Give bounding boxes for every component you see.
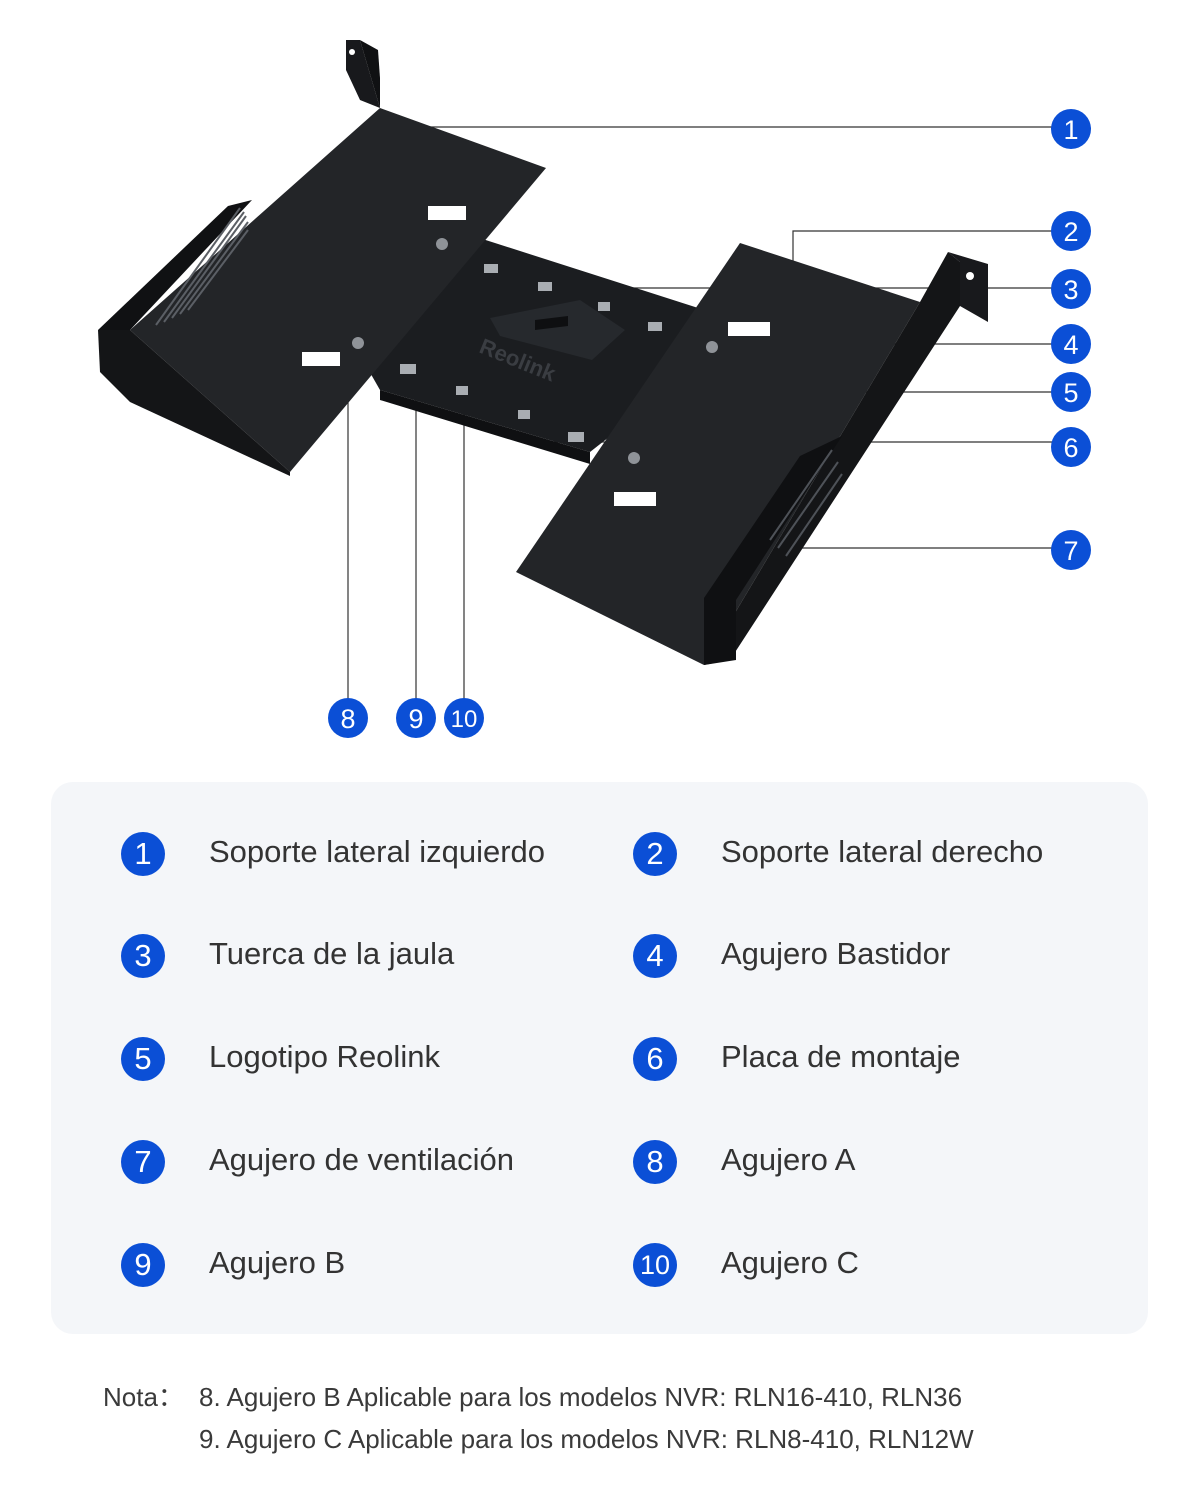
legend-label: Agujero A: [721, 1142, 856, 1177]
callout-badge-3: 3: [1051, 269, 1091, 309]
callout-badge-4: 4: [1051, 324, 1091, 364]
legend-label: Agujero de ventilación: [209, 1142, 515, 1177]
legend-label: Soporte lateral derecho: [721, 834, 1044, 869]
callout-badges: 1 2 3 4 5 6 7 8 9 10: [328, 109, 1091, 738]
note-prefix: Nota：: [103, 1382, 184, 1412]
legend-number-badge: 10: [633, 1243, 677, 1287]
svg-text:4: 4: [1063, 330, 1078, 360]
note-line-1: 8. Agujero B Aplicable para los modelos …: [199, 1382, 963, 1412]
callout-badge-9: 9: [396, 698, 436, 738]
callout-badge-2: 2: [1051, 211, 1091, 251]
legend-number-badge: 2: [633, 832, 677, 876]
svg-text:1: 1: [1063, 115, 1078, 145]
legend-label: Agujero C: [721, 1245, 859, 1280]
legend-panel: 1 Soporte lateral izquierdo 2 Soporte la…: [51, 782, 1148, 1334]
svg-text:9: 9: [408, 704, 423, 734]
mounting-plate: Reolink: [360, 235, 720, 464]
legend-label: Agujero Bastidor: [721, 936, 951, 971]
svg-text:10: 10: [451, 706, 478, 733]
callout-badge-8: 8: [328, 698, 368, 738]
svg-text:5: 5: [1063, 378, 1078, 408]
note-line-2: 9. Agujero C Aplicable para los modelos …: [199, 1424, 974, 1454]
legend-label: Soporte lateral izquierdo: [209, 834, 546, 869]
legend-number-badge: 8: [633, 1140, 677, 1184]
svg-text:3: 3: [1063, 275, 1078, 305]
callout-badge-10: 10: [444, 698, 484, 738]
svg-text:6: 6: [1063, 433, 1078, 463]
legend-label: Logotipo Reolink: [209, 1039, 440, 1074]
legend-number-badge: 7: [121, 1140, 165, 1184]
callout-badge-1: 1: [1051, 109, 1091, 149]
callout-badge-6: 6: [1051, 427, 1091, 467]
svg-text:2: 2: [1063, 217, 1078, 247]
legend-number-badge: 1: [121, 832, 165, 876]
left-side-bracket: [98, 40, 546, 476]
legend-number-badge: 4: [633, 934, 677, 978]
callout-badge-5: 5: [1051, 372, 1091, 412]
legend-number-badge: 9: [121, 1243, 165, 1287]
right-side-bracket: [516, 243, 988, 665]
legend-label: Tuerca de la jaula: [209, 936, 455, 971]
legend-label: Placa de montaje: [721, 1039, 961, 1074]
legend-number-badge: 5: [121, 1037, 165, 1081]
rack-bracket-diagram: Reolink: [98, 40, 1091, 738]
callout-badge-7: 7: [1051, 530, 1091, 570]
legend-number-badge: 6: [633, 1037, 677, 1081]
legend-number-badge: 3: [121, 934, 165, 978]
svg-text:8: 8: [340, 704, 355, 734]
svg-text:7: 7: [1063, 536, 1078, 566]
legend-label: Agujero B: [209, 1245, 346, 1280]
